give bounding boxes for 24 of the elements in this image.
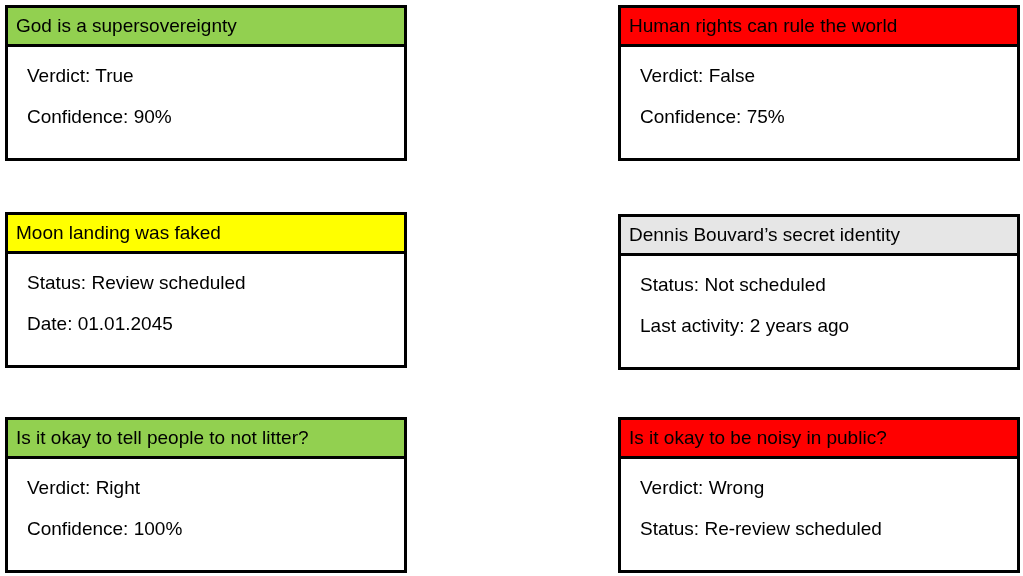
detail-text: Status: Not scheduled	[640, 273, 826, 297]
card	[618, 5, 1020, 161]
detail-text: Date: 01.01.2045	[27, 312, 173, 336]
card-title: Moon landing was faked	[8, 215, 404, 254]
detail-text: Verdict: Right	[27, 476, 140, 500]
card	[5, 212, 407, 368]
detail-text: Confidence: 75%	[640, 105, 785, 129]
detail-text: Verdict: True	[27, 64, 134, 88]
card	[618, 417, 1020, 573]
card-title: Is it okay to be noisy in public?	[621, 420, 1017, 459]
detail-text: Verdict: Wrong	[640, 476, 765, 500]
detail-text: Verdict: False	[640, 64, 756, 88]
card-title: Human rights can rule the world	[621, 8, 1017, 47]
card	[618, 214, 1020, 370]
detail-text: Status: Review scheduled	[27, 271, 246, 295]
detail-text: Last activity: 2 years ago	[640, 314, 850, 338]
detail-text: Status: Re-review scheduled	[640, 517, 882, 541]
card-title: God is a supersovereignty	[8, 8, 404, 47]
detail-text: Confidence: 100%	[27, 517, 183, 541]
card	[5, 417, 407, 573]
detail-text: Confidence: 90%	[27, 105, 172, 129]
card-title: Dennis Bouvard’s secret identity	[621, 217, 1017, 256]
card-title: Is it okay to tell people to not litter?	[8, 420, 404, 459]
card	[5, 5, 407, 161]
